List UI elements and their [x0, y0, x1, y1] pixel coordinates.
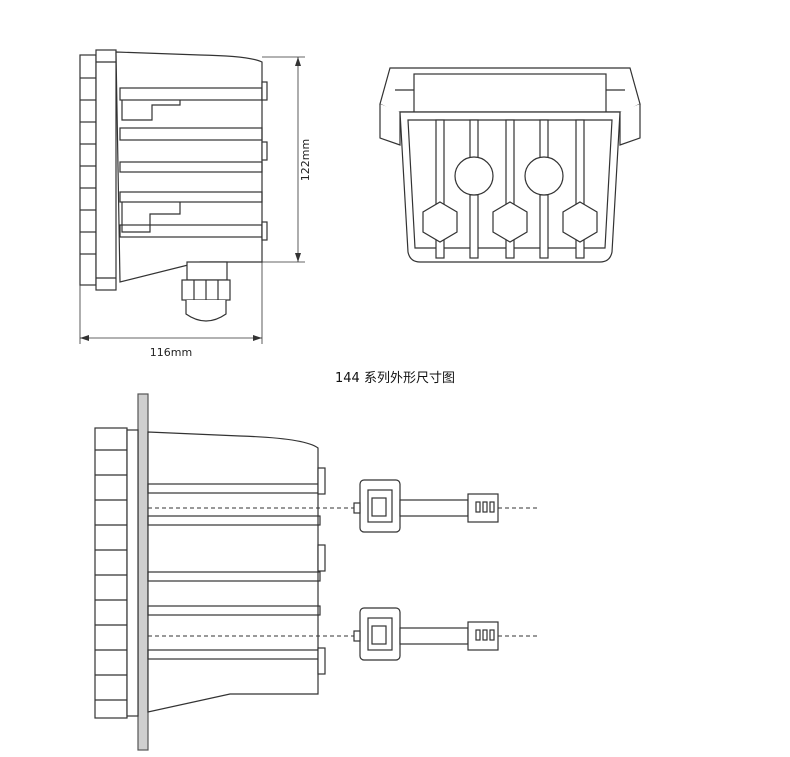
mounting-panel	[137, 393, 149, 751]
diagram-caption: 144 系列外形尺寸图	[335, 371, 455, 386]
width-dimension	[79, 262, 263, 344]
grommet	[454, 156, 494, 196]
rear-view	[379, 67, 641, 263]
hex-gland	[562, 201, 598, 243]
mount-front-bezel	[94, 427, 128, 719]
grommet	[524, 156, 564, 196]
terminal-bars	[119, 87, 263, 238]
mounting-clip-upper	[148, 479, 540, 533]
hex-gland	[492, 201, 528, 243]
hex-gland	[422, 201, 458, 243]
side-view	[79, 49, 268, 322]
height-dimension-label: 122mm	[299, 139, 312, 181]
width-dimension-label: 116mm	[150, 346, 192, 359]
housing-body	[115, 51, 263, 283]
height-dimension	[262, 56, 305, 263]
mount-view	[94, 393, 326, 751]
front-bezel	[79, 49, 117, 291]
mounting-clip-lower	[148, 607, 540, 661]
cable-gland	[181, 261, 231, 322]
